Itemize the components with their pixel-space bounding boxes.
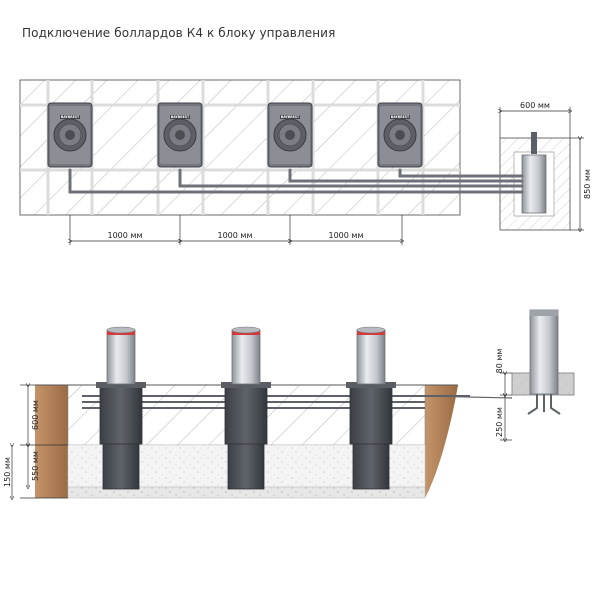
soil-left	[35, 385, 68, 498]
depth-label-base: 150 мм	[3, 457, 12, 487]
control-box-height-label: 850 мм	[583, 169, 592, 199]
brand-label: BAYBREST	[171, 115, 190, 119]
plan-view: BAYBREST BAYBREST BAYBREST	[19, 79, 492, 245]
control-box-below-label: 250 мм	[495, 407, 504, 437]
plan-bollard-2: BAYBREST	[157, 102, 203, 168]
section-bollard-2	[221, 326, 271, 490]
control-box-width-label: 600 мм	[520, 101, 550, 110]
section-bollard-3	[346, 326, 396, 490]
brand-label: BAYBREST	[281, 115, 300, 119]
section-bollard-1	[96, 326, 146, 490]
plan-bollard-3: BAYBREST	[267, 102, 313, 168]
depth-label-lower: 550 мм	[31, 451, 40, 481]
brand-label: BAYBREST	[391, 115, 410, 119]
page-title: Подключение боллардов К4 к блоку управле…	[22, 26, 336, 40]
plan-conduits	[68, 168, 492, 194]
section-view: 600 мм 550 мм 150 мм	[3, 326, 513, 498]
control-box-above-label: 80 мм	[495, 349, 504, 374]
soil-right	[425, 385, 458, 498]
plan-bollard-4: BAYBREST	[377, 102, 423, 168]
spacing-label-3: 1000 мм	[329, 231, 364, 240]
spacing-label-1: 1000 мм	[108, 231, 143, 240]
control-box-section: 80 мм 250 мм	[495, 309, 575, 440]
spacing-label-2: 1000 мм	[218, 231, 253, 240]
plan-bollard-1: BAYBREST	[47, 102, 93, 168]
brand-label: BAYBREST	[61, 115, 80, 119]
depth-label-upper: 600 мм	[31, 400, 40, 430]
control-box-plan: 600 мм 850 мм	[476, 101, 592, 230]
plan-dimensions	[70, 215, 402, 245]
